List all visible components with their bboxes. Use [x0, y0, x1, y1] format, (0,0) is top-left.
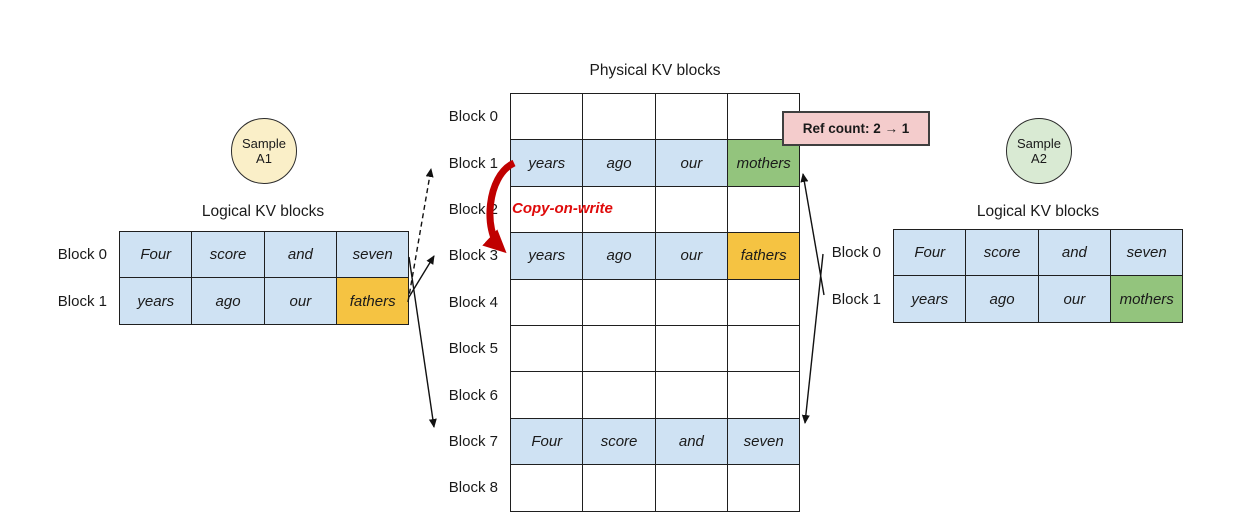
kv-cell: ago	[582, 139, 656, 187]
sample-a1-line2: A1	[256, 151, 272, 166]
logical-kv-title-a2: Logical KV blocks	[976, 203, 1100, 220]
kv-cell: years	[893, 275, 967, 323]
kv-cell	[726, 324, 801, 373]
kv-cell: score	[191, 231, 265, 279]
sample-a2-line1: Sample	[1016, 136, 1062, 151]
row-label: Block 6	[448, 386, 498, 404]
kv-cell: mothers	[726, 139, 801, 187]
kv-cell	[726, 278, 801, 326]
kv-cell: fathers	[726, 232, 801, 280]
kv-cell: our	[654, 232, 729, 280]
kv-cell	[510, 464, 584, 512]
sample-a2-circle: Sample A2	[1006, 118, 1072, 184]
kv-cell	[654, 371, 729, 419]
table-row: Block 5	[430, 324, 801, 373]
kv-cell	[654, 185, 729, 234]
row-label: Block 4	[448, 293, 498, 311]
row-label: Block 5	[448, 340, 498, 358]
arrow-a1-block1-to-physical-block1-dashed	[407, 168, 434, 303]
kv-cell: Four	[510, 417, 584, 466]
row-label: Block 3	[448, 247, 498, 265]
kv-cell: and	[654, 417, 729, 466]
kv-cell: Four	[119, 231, 193, 279]
table-row: Block 4	[430, 278, 801, 326]
kv-cell: years	[510, 232, 584, 280]
kv-cell: ago	[191, 277, 265, 325]
kv-cell: seven	[726, 417, 801, 466]
table-row: Block 8	[430, 464, 801, 512]
kv-cell: seven	[1109, 229, 1184, 277]
row-label: Block 1	[831, 290, 881, 308]
kv-cell: score	[965, 229, 1039, 277]
kv-cell	[726, 185, 801, 234]
kv-cell	[582, 371, 656, 419]
kv-cell	[510, 93, 584, 141]
kv-cell	[582, 93, 656, 141]
kv-cell: ago	[965, 275, 1039, 323]
row-label: Block 0	[448, 108, 498, 126]
kv-cell: seven	[335, 231, 410, 279]
kv-cell	[654, 93, 729, 141]
kv-cell: and	[263, 231, 338, 279]
sample-a1-circle: Sample A1	[231, 118, 297, 184]
kv-cell	[510, 371, 584, 419]
kv-cell: our	[1037, 275, 1112, 323]
kv-cell: and	[1037, 229, 1112, 277]
logical-kv-title-a1: Logical KV blocks	[201, 203, 325, 220]
row-label: Block 1	[57, 292, 107, 310]
row-label: Block 2	[448, 200, 498, 218]
kv-cell	[654, 464, 729, 512]
kv-cell	[510, 185, 584, 234]
sample-a2-line2: A2	[1031, 151, 1047, 166]
row-label: Block 0	[831, 244, 881, 262]
kv-cell: years	[119, 277, 193, 325]
kv-cell	[582, 278, 656, 326]
kv-cell	[582, 324, 656, 373]
kv-cell: our	[263, 277, 338, 325]
kv-cell	[654, 324, 729, 373]
kv-cell: mothers	[1109, 275, 1184, 323]
table-row: Block 2	[430, 185, 801, 234]
kv-cell: fathers	[335, 277, 410, 325]
kv-cell: score	[582, 417, 656, 466]
kv-cell	[510, 278, 584, 326]
kv-cell	[726, 371, 801, 419]
table-row: Block 6	[430, 371, 801, 419]
row-label: Block 1	[448, 154, 498, 172]
copy-on-write-label: Copy-on-write	[512, 200, 613, 217]
row-label: Block 8	[448, 479, 498, 497]
kv-cell	[726, 464, 801, 512]
kv-cell: Four	[893, 229, 967, 277]
kv-cell: our	[654, 139, 729, 187]
kv-cell: years	[510, 139, 584, 187]
kv-cell	[582, 464, 656, 512]
row-label: Block 0	[57, 246, 107, 264]
kv-cell	[510, 324, 584, 373]
physical-kv-title: Physical KV blocks	[589, 62, 721, 79]
row-label: Block 7	[448, 432, 498, 450]
kv-cell: ago	[582, 232, 656, 280]
kv-cell	[654, 278, 729, 326]
table-row: Block 0	[430, 93, 801, 141]
sample-a1-line1: Sample	[241, 136, 287, 151]
ref-count-badge: Ref count: 2 → 1	[782, 111, 930, 146]
